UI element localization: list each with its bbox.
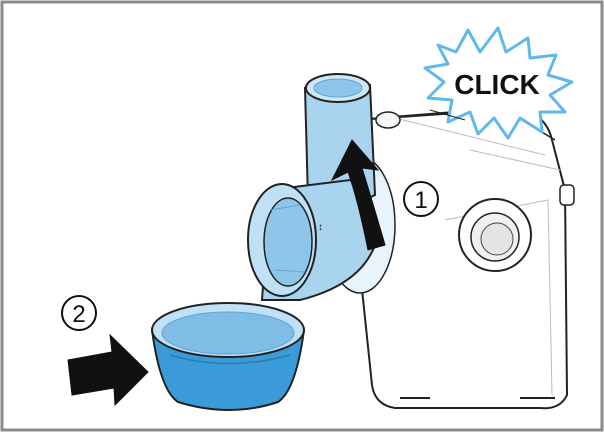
click-burst: CLICK (423, 26, 574, 140)
appliance-body (353, 106, 575, 410)
step-1-marker: 1 (403, 181, 439, 217)
collection-bowl (150, 302, 306, 411)
click-pointer (429, 109, 466, 121)
speed-dial (458, 198, 532, 272)
step-2-label: 2 (72, 301, 85, 328)
click-label: CLICK (454, 69, 540, 100)
step-1-label: 1 (414, 187, 427, 214)
step-2-marker: 2 (61, 295, 97, 331)
rotate-arrow-icon (330, 139, 386, 251)
push-arrow-icon (67, 333, 149, 407)
top-button (375, 111, 401, 129)
svg-text:↕: ↕ (318, 222, 323, 233)
